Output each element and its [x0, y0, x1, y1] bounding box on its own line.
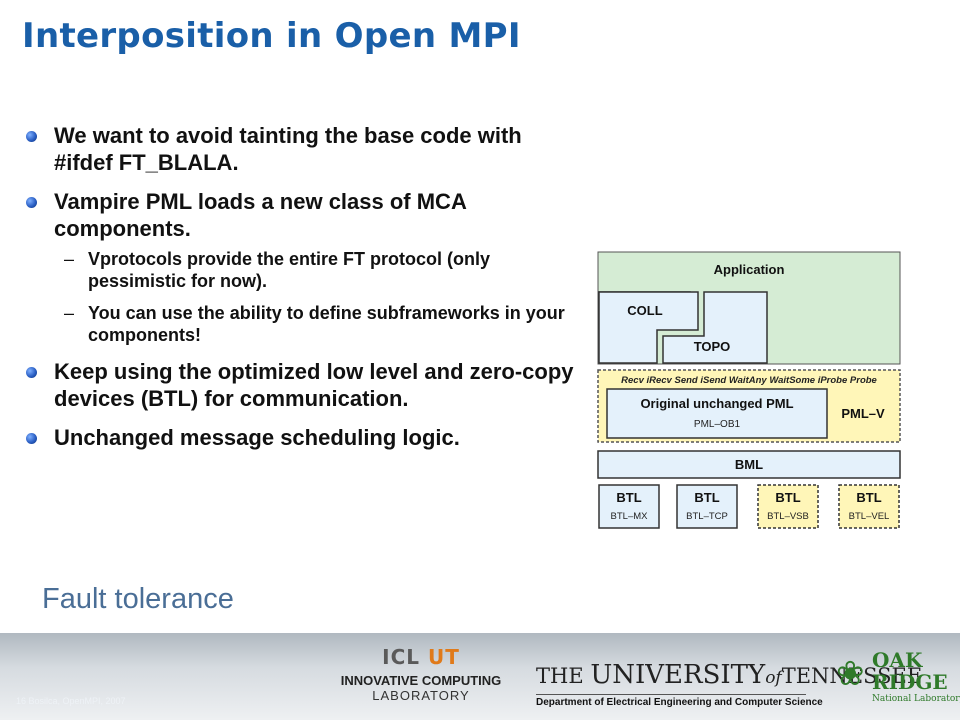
coll-shape: [598, 291, 699, 364]
topo-label: TOPO: [694, 339, 731, 354]
pml-ob1-label: PML–OB1: [694, 419, 741, 430]
bullet-list: We want to avoid tainting the base code …: [26, 122, 576, 463]
btl-box: [838, 484, 900, 529]
section-label: Fault tolerance: [42, 583, 234, 615]
utk-university: UNIVERSITY: [590, 660, 766, 690]
ut-logo-text: UT: [427, 645, 460, 669]
sub-bullet-text: Vprotocols provide the entire FT protoco…: [88, 249, 491, 291]
slide-title: Interposition in Open MPI: [22, 16, 521, 56]
btl-sub-label: BTL–VEL: [849, 511, 890, 522]
btl-label: BTL: [616, 490, 641, 505]
bullet-text: We want to avoid tainting the base code …: [54, 123, 522, 175]
ornl-oak: OAK: [872, 648, 923, 672]
btl-sub-label: BTL–VSB: [767, 511, 809, 522]
pml-v-label: PML–V: [841, 406, 885, 421]
coll-label: COLL: [627, 303, 662, 318]
dash-icon: –: [64, 303, 75, 323]
btl-row: BTL BTL–MX BTL BTL–TCP BTL BTL–VSB BTL BTL–VEL: [598, 484, 900, 529]
application-label: Application: [714, 262, 785, 277]
btl-sub-label: BTL–MX: [611, 511, 649, 522]
bml-label: BML: [735, 457, 763, 472]
footer-small-text: 16 Bosilca, OpenMPI, 2007: [16, 696, 126, 706]
original-pml-label: Original unchanged PML: [640, 396, 793, 411]
topo-shape: [662, 291, 768, 364]
bullet-dot-icon: [26, 131, 37, 142]
bml-box: [597, 450, 901, 479]
original-pml-box: [606, 388, 828, 439]
btl-box: [757, 484, 819, 529]
sub-bullet-item: –Vprotocols provide the entire FT protoc…: [54, 248, 576, 292]
ornl-ridge: RIDGE: [872, 670, 948, 694]
icl-line2: LABORATORY: [372, 688, 470, 703]
utk-department: Department of Electrical Engineering and…: [536, 694, 823, 708]
bullet-item: Unchanged message scheduling logic.: [26, 424, 576, 451]
bullet-text: Unchanged message scheduling logic.: [54, 425, 460, 450]
bullet-item: Keep using the optimized low level and z…: [26, 358, 576, 412]
bullet-dot-icon: [26, 433, 37, 444]
btl-label: BTL: [775, 490, 800, 505]
icl-line1: INNOVATIVE COMPUTING: [340, 673, 502, 688]
utk-logo: THE UNIVERSITYofTENNESSEE Department of …: [536, 660, 922, 708]
bullet-item: Vampire PML loads a new class of MCA com…: [26, 188, 576, 346]
utk-tennessee: TENNESSEE: [781, 664, 923, 688]
utk-of: of: [765, 668, 782, 688]
sub-bullet-list: –Vprotocols provide the entire FT protoc…: [54, 248, 576, 346]
utk-the: THE: [536, 664, 591, 688]
btl-sub-label: BTL–TCP: [686, 511, 728, 522]
btl-label: BTL: [856, 490, 881, 505]
bullet-item: We want to avoid tainting the base code …: [26, 122, 576, 176]
ornl-national-lab: National Laboratory: [872, 694, 960, 704]
sub-bullet-item: –You can use the ability to define subfr…: [54, 302, 576, 346]
btl-box: [676, 484, 738, 529]
leaf-icon: ❀: [836, 655, 865, 693]
bullet-dot-icon: [26, 367, 37, 378]
icl-logo: ICL UT INNOVATIVE COMPUTING LABORATORY: [336, 645, 506, 703]
ornl-logo: ❀ OAK RIDGE National Laboratory: [836, 648, 960, 706]
dash-icon: –: [64, 249, 75, 269]
sub-bullet-text: You can use the ability to define subfra…: [88, 303, 565, 345]
bullet-text: Keep using the optimized low level and z…: [54, 359, 574, 411]
footer-bar: [0, 633, 960, 720]
icl-logo-text: ICL: [382, 645, 420, 669]
bullet-dot-icon: [26, 197, 37, 208]
pml-v-calls: Recv iRecv Send iSend WaitAny WaitSome i…: [621, 375, 877, 386]
bullet-text: Vampire PML loads a new class of MCA com…: [54, 189, 467, 241]
btl-label: BTL: [694, 490, 719, 505]
btl-box: [598, 484, 660, 529]
